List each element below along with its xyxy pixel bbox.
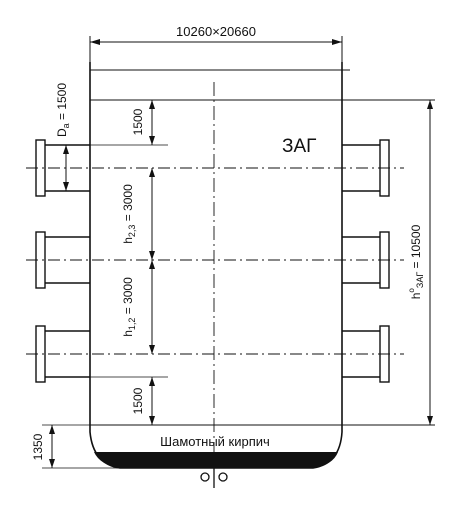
tap-hole-icon xyxy=(200,468,228,488)
h12-label: h1,2 = 3000 xyxy=(121,277,137,337)
top-height-label: 1500 xyxy=(131,108,145,135)
diameter-dimension xyxy=(63,145,69,191)
base-height-label: 1350 xyxy=(31,433,45,460)
base-height-dimension xyxy=(42,424,120,469)
bottom-fill-label: Шамотный кирпич xyxy=(160,434,270,449)
height-chain xyxy=(90,100,168,425)
main-height-dimension xyxy=(427,100,433,425)
h23-label: h2,3 = 3000 xyxy=(121,184,137,244)
overall-dimension xyxy=(89,36,343,62)
diameter-label: Da = 1500 xyxy=(55,83,71,137)
zone-label: ЗАГ xyxy=(282,136,316,157)
right-tuyeres xyxy=(342,139,390,383)
refractory-fill xyxy=(94,452,338,468)
pipe-axes xyxy=(26,167,404,355)
bottom-height-label: 1500 xyxy=(131,387,145,414)
left-tuyere-1 xyxy=(35,139,90,197)
main-height-label: hoЗАГ = 10500 xyxy=(407,224,425,299)
overall-size-label: 10260×20660 xyxy=(176,24,256,39)
left-tuyeres xyxy=(35,139,90,383)
